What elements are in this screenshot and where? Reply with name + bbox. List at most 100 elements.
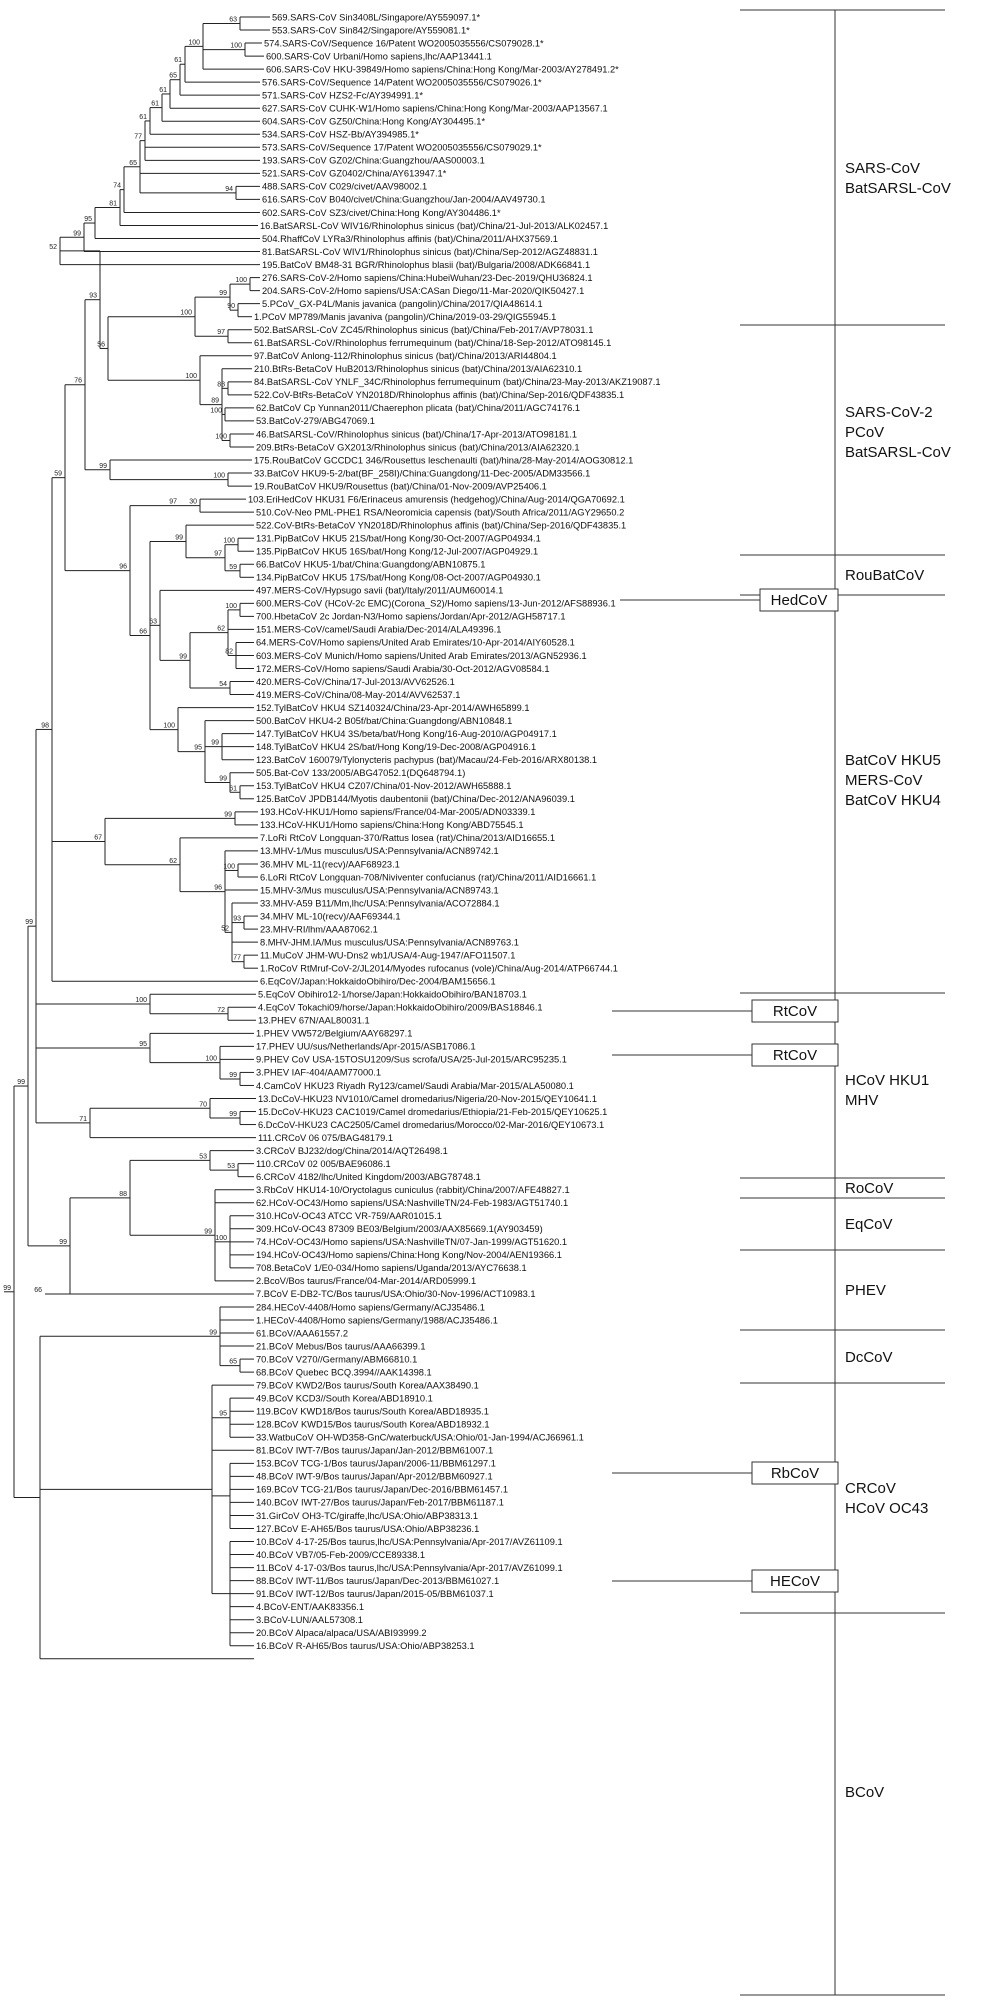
taxon-label: 31.GirCoV OH3-TC/giraffe,lhc/USA:Ohio/AB…	[256, 1511, 478, 1521]
bootstrap-value: 66	[34, 1287, 42, 1294]
bootstrap-value: 99	[25, 919, 33, 926]
bootstrap-value: 61	[174, 57, 182, 64]
taxon-label: 13.DcCoV-HKU23 NV1010/Camel dromedarius/…	[258, 1094, 597, 1104]
bootstrap-value: 100	[215, 433, 227, 440]
bootstrap-value: 100	[223, 538, 235, 545]
taxon-label: 81.BatSARSL-CoV WIV1/Rhinolophus sinicus…	[262, 247, 598, 257]
bootstrap-value: 94	[225, 186, 233, 193]
taxon-label: 36.MHV ML-11(recv)/AAF68923.1	[260, 859, 400, 869]
taxon-labels: 569.SARS-CoV Sin3408L/Singapore/AY559097…	[248, 12, 661, 1651]
bootstrap-value: 95	[84, 216, 92, 223]
bootstrap-value: 65	[229, 1359, 237, 1366]
taxon-label: 79.BCoV KWD2/Bos taurus/South Korea/AAX3…	[256, 1380, 479, 1390]
clade-label: HCoV OC43	[845, 1500, 928, 1517]
bootstrap-value: 99	[99, 463, 107, 470]
taxon-label: 522.CoV-BtRs-BetaCoV YN2018D/Rhinolophus…	[256, 520, 626, 530]
clade-label: RouBatCoV	[845, 567, 924, 584]
bootstrap-value: 97	[169, 499, 177, 506]
bootstrap-value: 99	[73, 230, 81, 237]
taxon-label: 708.BetaCoV 1/E0-034/Homo sapiens/Uganda…	[256, 1263, 527, 1273]
taxon-label: 4.CamCoV HKU23 Riyadh Ry123/camel/Saudi …	[256, 1081, 574, 1091]
boxed-label: HECoV	[770, 1573, 820, 1590]
taxon-label: 20.BCoV Alpaca/alpaca/USA/ABI93999.2	[256, 1628, 427, 1638]
taxon-label: 81.BCoV IWT-7/Bos taurus/Japan/Jan-2012/…	[256, 1446, 493, 1456]
clade-label: BatCoV HKU4	[845, 792, 941, 809]
taxon-label: 1.PCoV MP789/Manis javaniva (pangolin)/C…	[254, 312, 556, 322]
taxon-label: 553.SARS-CoV Sin842/Singapore/AY559081.1…	[272, 25, 470, 35]
taxon-label: 210.BtRs-BetaCoV HuB2013/Rhinolophus sin…	[254, 364, 582, 374]
taxon-label: 21.BCoV Mebus/Bos taurus/AAA66399.1	[256, 1341, 426, 1351]
bootstrap-value: 65	[169, 73, 177, 80]
tree-branches	[4, 16, 270, 1660]
taxon-label: 140.BCoV IWT-27/Bos taurus/Japan/Feb-201…	[256, 1498, 504, 1508]
bootstrap-value: 59	[229, 564, 237, 571]
bootstrap-value: 52	[221, 925, 229, 932]
bootstrap-value: 71	[79, 1116, 87, 1123]
clade-label: MHV	[845, 1092, 878, 1109]
taxon-label: 627.SARS-CoV CUHK-W1/Homo sapiens/China:…	[262, 104, 608, 114]
taxon-label: 111.CRCoV 06 075/BAG48179.1	[258, 1133, 393, 1143]
clade-label: BatSARSL-CoV	[845, 444, 951, 461]
taxon-label: 600.SARS-CoV Urbani/Homo sapiens,lhc/AAP…	[266, 51, 492, 61]
taxon-label: 3.CRCoV BJ232/dog/China/2014/AQT26498.1	[256, 1146, 448, 1156]
boxed-label: RtCoV	[773, 1047, 817, 1064]
bootstrap-value: 99	[59, 1239, 67, 1246]
bootstrap-value: 62	[217, 626, 225, 633]
taxon-label: 153.TylBatCoV HKU4 CZ07/China/01-Nov-201…	[256, 781, 511, 791]
taxon-label: 62.BatCoV Cp Yunnan2011/Chaerephon plica…	[256, 403, 580, 413]
taxon-label: 209.BtRs-BetaCoV GX2013/Rhinolophus sini…	[256, 442, 580, 452]
bootstrap-value: 77	[134, 134, 142, 141]
clade-label: HCoV HKU1	[845, 1072, 929, 1089]
bootstrap-value: 100	[163, 723, 175, 730]
taxon-label: 193.SARS-CoV GZ02/China:Guangzhou/AAS000…	[262, 156, 485, 166]
bootstrap-value: 99	[209, 1329, 217, 1336]
taxon-label: 193.HCoV-HKU1/Homo sapiens/France/04-Mar…	[260, 807, 535, 817]
taxon-label: 49.BCoV KCD3//South Korea/ABD18910.1	[256, 1393, 433, 1403]
taxon-label: 502.BatSARSL-CoV ZC45/Rhinolophus sinicu…	[254, 325, 593, 335]
bootstrap-value: 88	[119, 1191, 127, 1198]
bootstrap-value: 100	[210, 407, 222, 414]
taxon-label: 119.BCoV KWD18/Bos taurus/South Korea/AB…	[256, 1407, 489, 1417]
taxon-label: 127.BCoV E-AH65/Bos taurus/USA:Ohio/ABP3…	[256, 1524, 479, 1534]
clade-label: SARS-CoV-2	[845, 404, 933, 421]
bootstrap-value: 100	[235, 277, 247, 284]
clade-label: SARS-CoV	[845, 160, 920, 177]
taxon-label: 420.MERS-CoV/China/17-Jul-2013/AVV62526.…	[256, 677, 455, 687]
bootstrap-value: 90	[227, 303, 235, 310]
taxon-label: 152.TylBatCoV HKU4 SZ140324/China/23-Apr…	[256, 703, 530, 713]
bootstrap-value: 82	[225, 648, 233, 655]
taxon-label: 3.PHEV IAF-404/AAM77000.1	[256, 1068, 381, 1078]
taxon-label: 7.BCoV E-DB2-TC/Bos taurus/USA:Ohio/30-N…	[256, 1289, 536, 1299]
bootstrap-value: 59	[54, 471, 62, 478]
taxon-label: 147.TylBatCoV HKU4 3S/beta/bat/Hong Kong…	[256, 729, 557, 739]
taxon-label: 131.PipBatCoV HKU5 21S/bat/Hong Kong/30-…	[256, 534, 541, 544]
clade-label: BatSARSL-CoV	[845, 180, 951, 197]
bootstrap-value: 61	[151, 101, 159, 108]
taxon-label: 135.PipBatCoV HKU5 16S/bat/Hong Kong/12-…	[256, 547, 538, 557]
bootstrap-value: 100	[185, 373, 197, 380]
bootstrap-value: 97	[214, 551, 222, 558]
boxed-label: HedCoV	[771, 592, 828, 609]
taxon-label: 153.BCoV TCG-1/Bos taurus/Japan/2006-11/…	[256, 1459, 496, 1469]
taxon-label: 1.PHEV VW572/Belgium/AAY68297.1	[256, 1029, 412, 1039]
taxon-label: 1.HECoV-4408/Homo sapiens/Germany/1988/A…	[256, 1315, 498, 1325]
bootstrap-value: 99	[224, 811, 232, 818]
bootstrap-value: 54	[219, 681, 227, 688]
clade-label: RoCoV	[845, 1180, 893, 1197]
taxon-label: 110.CRCoV 02 005/BAE96086.1	[256, 1159, 391, 1169]
taxon-label: 571.SARS-CoV HZS2-Fc/AY394991.1*	[262, 90, 423, 100]
taxon-label: 10.BCoV 4-17-25/Bos taurus,lhc/USA:Penns…	[256, 1537, 563, 1547]
clade-annotations: SARS-CoVBatSARSL-CoVSARS-CoV-2PCoVBatSAR…	[740, 9, 951, 1996]
taxon-label: 606.SARS-CoV HKU-39849/Homo sapiens/Chin…	[266, 64, 619, 74]
taxon-label: 91.BCoV IWT-12/Bos taurus/Japan/2015-05/…	[256, 1589, 494, 1599]
bootstrap-value: 81	[109, 201, 117, 208]
taxon-label: 1.RoCoV RtMruf-CoV-2/JL2014/Myodes rufoc…	[260, 963, 618, 973]
taxon-label: 15.MHV-3/Mus musculus/USA:Pennsylvania/A…	[260, 885, 499, 895]
bootstrap-value: 66	[139, 629, 147, 636]
clade-label: BCoV	[845, 1784, 884, 1801]
taxon-label: 175.RouBatCoV GCCDC1 346/Rousettus lesch…	[254, 455, 633, 465]
taxon-label: 61.BatSARSL-CoV/Rhinolophus ferrumequinu…	[254, 338, 611, 348]
bootstrap-value: 56	[97, 341, 105, 348]
bootstrap-value: 99	[204, 1228, 212, 1235]
taxon-label: 7.LoRi RtCoV Longquan-370/Rattus losea (…	[260, 833, 555, 843]
